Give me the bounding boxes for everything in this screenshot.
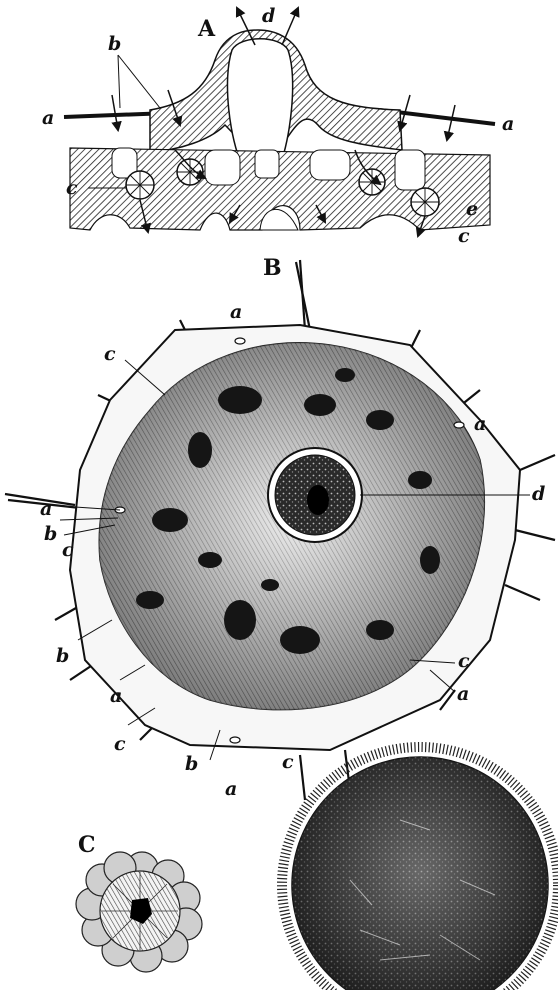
label-b-c-bottom: c [282,751,294,773]
label-b-b-left: b [44,523,57,545]
label-a-left: a [42,107,54,129]
label-b-a-bottom: a [225,778,237,800]
label-a-right: a [502,113,514,135]
label-b-a-left: a [40,498,52,520]
panel-a: A a a b c d e c [42,5,514,247]
panel-b-letter: B [263,255,282,281]
label-b-c-lowleft: c [114,733,126,755]
label-b-a-right: a [474,413,486,435]
panel-a-letter: A [197,16,216,42]
label-b-c-right: c [458,650,470,672]
label-b: b [108,33,121,55]
label-b-a-lowright: a [457,683,469,705]
label-b-a-top: a [230,301,242,323]
label-b-d: d [532,483,545,505]
label-b-b-lowleft: b [56,645,69,667]
panel-c-letter: C [78,832,96,858]
label-b-b-bottom: b [185,753,198,775]
label-c: c [66,177,78,199]
label-b-c-left: c [62,539,74,561]
label-e: e [466,198,478,220]
label-b-c-top: c [104,343,116,365]
label-d: d [262,5,275,27]
label-c-right: c [458,225,470,247]
panel-c: C [76,832,202,972]
panel-b: B [5,255,555,800]
osculum [268,448,362,542]
panel-d: D [282,747,558,990]
label-b-a-lowleft: a [110,685,122,707]
